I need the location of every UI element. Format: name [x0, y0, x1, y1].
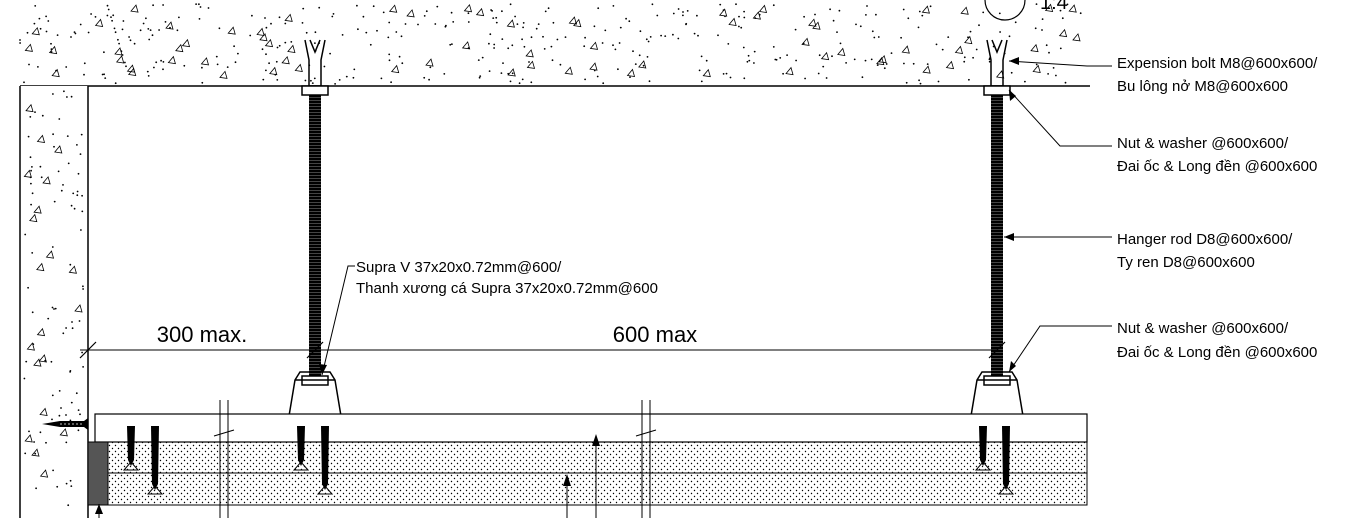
nut-washer-top-right [983, 85, 1011, 96]
concrete-wall [19, 86, 89, 518]
thickness-arrows [95, 434, 600, 518]
wall-anchor-screw [42, 418, 88, 430]
leader-lines [321, 60, 1112, 376]
supra-clip-left [287, 371, 343, 423]
wall-aggregate [23, 90, 84, 507]
dimension-edge-max: 300 max. [157, 322, 248, 347]
callout-nut-top-line2: Đai ốc & Long đền @600x600 [1117, 158, 1317, 175]
callout-nut-top-line1: Nut & washer @600x600/ [1117, 135, 1289, 152]
leader-arrowheads [319, 57, 1019, 375]
callout-rod-line2: Ty ren D8@600x600 [1117, 254, 1255, 271]
callout-supra: Supra V 37x20x0.72mm@600/ Thanh xương cá… [356, 259, 658, 297]
callout-nut-bottom-line2: Đai ốc & Long đền @600x600 [1117, 344, 1317, 361]
hanger-rod-left [309, 95, 321, 380]
leader-nut-bottom [1008, 325, 1112, 373]
dimension-line: 300 max. 600 max [79, 322, 1006, 359]
dimension-spacing-max: 600 max [613, 322, 697, 347]
drywall-screws [122, 426, 1015, 495]
leader-supra [321, 265, 355, 376]
callout-rod: Hanger rod D8@600x600/ Ty ren D8@600x600 [1117, 231, 1293, 271]
callout-nut-bottom: Nut & washer @600x600/ Đai ốc & Long đền… [1117, 320, 1317, 361]
supra-furring-channel [94, 400, 1088, 518]
callout-nut-top: Nut & washer @600x600/ Đai ốc & Long đền… [1117, 135, 1317, 175]
callout-nut-bottom-line1: Nut & washer @600x600/ [1117, 320, 1289, 337]
callout-bolt-line2: Bu lông nở M8@600x600 [1117, 78, 1288, 95]
callout-rod-line1: Hanger rod D8@600x600/ [1117, 231, 1293, 248]
concrete-aggregate [19, 3, 1082, 85]
callout-bolt: Expension bolt M8@600x600/ Bu lông nở M8… [1117, 55, 1318, 95]
leader-nut-top [1008, 89, 1112, 147]
hanger-assembly-left [287, 39, 343, 423]
hanger-assembly-right [969, 39, 1025, 423]
scale-label: 1:4 [1040, 0, 1068, 14]
gypsum-board-upper [107, 441, 1088, 474]
callout-supra-line2: Thanh xương cá Supra 37x20x0.72mm@600 [356, 280, 658, 297]
callout-bolt-line1: Expension bolt M8@600x600/ [1117, 55, 1318, 72]
hanger-rod-right [991, 95, 1003, 380]
gypsum-board-lower [107, 472, 1088, 506]
callout-supra-line1: Supra V 37x20x0.72mm@600/ [356, 259, 562, 276]
supra-clip-right [969, 371, 1025, 423]
nut-washer-top-left [301, 85, 329, 96]
gypsum-board-layers [87, 441, 1088, 506]
scale-marker: 1:4 [984, 0, 1068, 21]
wall-angle-trim [87, 441, 109, 506]
leader-bolt [1008, 60, 1112, 67]
concrete-slab [0, 0, 1090, 87]
